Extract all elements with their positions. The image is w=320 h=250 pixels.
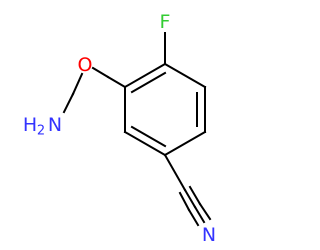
amine-nitrogen-label: N: [48, 114, 62, 136]
fluorine-atom-label: F: [160, 11, 171, 33]
nitrile-bond-right-nitrogen-half: [198, 202, 212, 221]
structure-canvas: F O H 2 N N: [23, 11, 216, 246]
ring-bond-1: [163, 62, 207, 89]
amine-hydrogen-label: H: [23, 114, 37, 136]
ring-bond-6-inner: [130, 71, 167, 94]
nitrile-bond-right-carbon-half: [188, 185, 202, 206]
ring-bond-6: [123, 62, 167, 89]
c-o-bond-carbon-half: [106, 75, 127, 89]
nitrile-bond-center-carbon-half: [183, 188, 197, 209]
c-o-bond-oxygen-half: [91, 66, 110, 79]
amine-subscript: 2: [37, 124, 45, 139]
ring-bond-4: [123, 130, 167, 157]
ring-bond-4-inner: [130, 125, 167, 148]
ring-bond-3: [163, 130, 207, 157]
o-n-bond-nitrogen-half: [62, 92, 75, 114]
nitrile-triple-bond: [178, 185, 212, 227]
nitrile-bond-left-nitrogen-half: [187, 208, 200, 227]
o-n-bond-oxygen-half: [71, 72, 84, 96]
ring-bonds: [123, 62, 207, 157]
amine-group-label: H 2 N: [23, 114, 62, 139]
oxygen-atom-label: O: [78, 54, 93, 76]
c-cn-bond: [163, 153, 187, 192]
nitrile-nitrogen-label: N: [202, 224, 216, 246]
nitrile-bond-left-carbon-half: [178, 191, 191, 212]
molecule-structure: F O H 2 N N: [23, 11, 216, 246]
nitrile-bond-center-nitrogen-half: [193, 205, 206, 224]
